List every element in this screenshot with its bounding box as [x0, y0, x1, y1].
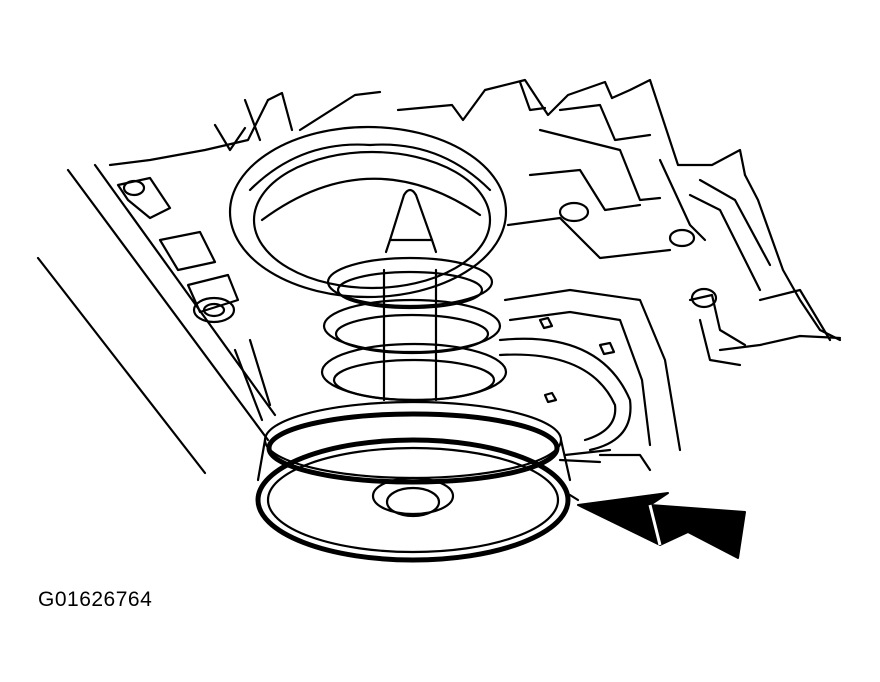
spring — [320, 256, 508, 402]
arrow-icon — [577, 492, 746, 559]
pin — [382, 188, 438, 402]
bore — [228, 125, 632, 452]
figure-id-label: G01626764 — [38, 588, 153, 611]
seal-ring — [558, 458, 602, 502]
piston — [255, 400, 572, 563]
valve-body — [36, 78, 842, 475]
